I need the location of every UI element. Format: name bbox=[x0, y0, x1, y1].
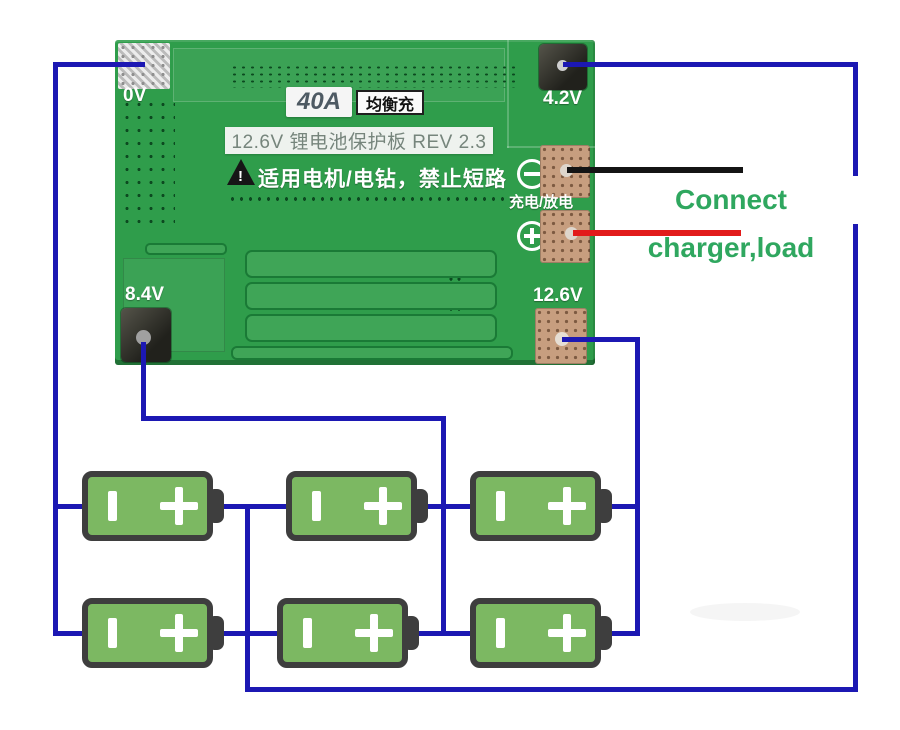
current-rating-badge: 40A bbox=[286, 87, 352, 117]
wire-0v-top bbox=[53, 62, 145, 67]
battery-nub bbox=[415, 489, 428, 523]
plus-terminal-icon bbox=[175, 614, 183, 652]
plus-terminal-icon bbox=[175, 487, 183, 525]
plus-terminal-icon bbox=[379, 487, 387, 525]
wire-12v6-vertical bbox=[635, 337, 640, 636]
wire-8v4-horizontal bbox=[141, 416, 446, 421]
plus-terminal-icon bbox=[563, 614, 571, 652]
battery-cell-3 bbox=[470, 471, 612, 541]
wire-charge-red bbox=[573, 230, 741, 236]
minus-terminal-icon bbox=[496, 491, 505, 521]
minus-terminal-icon bbox=[303, 618, 312, 648]
slot-bar-3 bbox=[245, 314, 497, 342]
wire-12v6-horizontal bbox=[562, 337, 640, 342]
wire-4v2-top-horizontal bbox=[563, 62, 858, 67]
warning-triangle-icon bbox=[227, 159, 255, 185]
wire-4v2-mid-vertical bbox=[245, 504, 250, 692]
pad-4v2-hole bbox=[557, 60, 568, 71]
battery-cell-5 bbox=[277, 598, 419, 668]
plus-terminal-icon bbox=[563, 487, 571, 525]
slot-bar-1 bbox=[245, 250, 497, 278]
battery-nub bbox=[211, 616, 224, 650]
via-strip-top bbox=[230, 64, 515, 88]
minus-terminal-icon bbox=[496, 618, 505, 648]
pad-12v6-label: 12.6V bbox=[533, 285, 583, 306]
pad-0v-label: 0V bbox=[123, 85, 147, 106]
wire-8v4-drop bbox=[141, 342, 146, 421]
pad-8v4-label: 8.4V bbox=[125, 284, 165, 305]
battery-nub bbox=[599, 616, 612, 650]
slot-capsule bbox=[145, 243, 227, 255]
battery-cell-4 bbox=[82, 598, 224, 668]
pad-charge bbox=[540, 210, 590, 263]
background-smudge bbox=[690, 603, 800, 621]
warning-text: 适用电机/电钻，禁止短路 bbox=[258, 168, 507, 191]
via-area-left bbox=[121, 98, 175, 228]
wire-discharge-black bbox=[567, 167, 743, 173]
plus-terminal-icon bbox=[370, 614, 378, 652]
minus-terminal-icon bbox=[108, 491, 117, 521]
bms-board: 0V 4.2V 40A 均衡充 12.6V 锂电池保护板 REV 2.3 ! 适… bbox=[115, 40, 595, 365]
charge-discharge-label: 充电/放电 bbox=[509, 194, 574, 211]
minus-terminal-icon bbox=[108, 618, 117, 648]
balance-charge-badge: 均衡充 bbox=[356, 90, 424, 115]
slot-bar-bottom bbox=[231, 346, 513, 360]
battery-nub bbox=[406, 616, 419, 650]
pad-8v4-hole bbox=[136, 330, 151, 345]
battery-cell-2 bbox=[286, 471, 428, 541]
wire-right-vertical bbox=[853, 62, 858, 692]
connect-charger-load-label: Connect charger,load bbox=[597, 176, 865, 263]
minus-terminal-icon bbox=[312, 491, 321, 521]
warning-mark: ! bbox=[238, 168, 243, 185]
pcb-divider-vertical bbox=[507, 40, 509, 148]
via-strip-mid bbox=[228, 193, 513, 205]
board-title-strip: 12.6V 锂电池保护板 REV 2.3 bbox=[225, 127, 493, 154]
pad-4v2-label: 4.2V bbox=[543, 88, 583, 109]
wire-8v4-mid-vertical bbox=[441, 416, 446, 636]
battery-cell-6 bbox=[470, 598, 612, 668]
battery-nub bbox=[211, 489, 224, 523]
slot-bar-2 bbox=[245, 282, 497, 310]
wire-0v-left-vertical bbox=[53, 62, 58, 636]
wire-bottom-horizontal bbox=[245, 687, 858, 692]
battery-nub bbox=[599, 489, 612, 523]
battery-cell-1 bbox=[82, 471, 224, 541]
